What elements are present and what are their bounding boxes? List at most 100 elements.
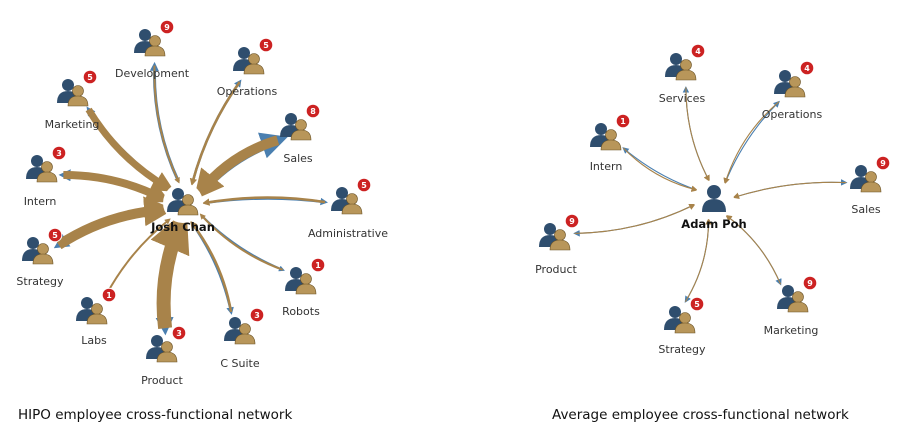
average-node-product-icon-light-body xyxy=(549,239,571,251)
badge-circle xyxy=(249,307,265,323)
hipo-edge-sales-in xyxy=(193,135,280,201)
hipo-node-intern-icon-light-head xyxy=(41,161,53,173)
badge-circle xyxy=(690,43,706,59)
hipo-node-product-label: Product xyxy=(141,374,183,387)
average-node-operations-badge: 4 xyxy=(799,60,815,76)
average-edge-sales-in xyxy=(732,181,847,199)
hipo-node-development-icon-light-body xyxy=(144,45,166,57)
hipo-node-intern-badge: 3 xyxy=(51,145,67,161)
average-edge-product-out xyxy=(573,204,695,237)
hipo-node-development-label: Development xyxy=(115,67,190,80)
hipo-node-operations-icon-light-head xyxy=(248,53,260,65)
average-node-product-icon-dark-head xyxy=(544,223,556,235)
average-node-marketing-icon-light-head xyxy=(792,291,804,303)
hipo-node-sales-icon-dark-head xyxy=(285,113,297,125)
hipo-node-administrative-icon-light-body xyxy=(341,203,363,215)
hipo-node-development-icon-dark-head xyxy=(139,29,151,41)
hipo-node-intern-label: Intern xyxy=(24,195,57,208)
hipo-node-sales-icon-light-body xyxy=(290,129,312,141)
hipo-node-strategy-icon-light-head xyxy=(37,243,49,255)
average-edge-services-in xyxy=(685,87,710,182)
average-node-operations-icon-dark-head xyxy=(779,70,791,82)
hipo-edge-intern-in xyxy=(63,170,171,203)
average-node-strategy-label: Strategy xyxy=(658,343,706,356)
hipo-node-robots-label: Robots xyxy=(282,305,320,318)
hipo-node-sales-icon-light-head xyxy=(295,119,307,131)
hipo-edge-csuite-in xyxy=(190,220,233,313)
badge-count: 9 xyxy=(807,279,813,288)
hipo-node-strategy-icon-dark-head xyxy=(27,237,39,249)
average-node-sales-badge: 9 xyxy=(875,155,891,171)
badge-count: 1 xyxy=(106,291,112,300)
badge-count: 3 xyxy=(254,311,260,320)
badge-circle xyxy=(875,155,891,171)
average-node-services-badge: 4 xyxy=(690,43,706,59)
average-edge-strategy-out xyxy=(684,219,710,303)
nodes-layer: 9Development5Operations5Marketing8Sales3… xyxy=(16,19,891,387)
badge-count: 5 xyxy=(694,300,700,309)
badge-count: 5 xyxy=(52,231,58,240)
hipo-node-administrative-badge: 5 xyxy=(356,177,372,193)
badge-count: 1 xyxy=(620,117,626,126)
hipo-node-labs-icon-light-body xyxy=(86,313,108,325)
hipo-edge-development-out xyxy=(149,61,180,183)
average-center-node[interactable]: Adam Poh xyxy=(681,180,747,231)
average-edge-intern-out xyxy=(622,147,697,191)
hipo-node-development-badge: 9 xyxy=(159,19,175,35)
hipo-node-csuite-icon-light-body xyxy=(234,333,256,345)
average-edge-operations-in xyxy=(723,101,780,185)
badge-count: 8 xyxy=(310,107,316,116)
hipo-node-operations-label: Operations xyxy=(217,85,278,98)
hipo-node-robots-badge: 1 xyxy=(310,257,326,273)
average-edge-strategy-in xyxy=(684,217,712,302)
average-node-product-label: Product xyxy=(535,263,577,276)
badge-count: 9 xyxy=(880,159,886,168)
hipo-node-marketing-icon-light-body xyxy=(67,95,89,107)
badge-circle xyxy=(615,113,631,129)
average-node-operations-label: Operations xyxy=(762,108,823,121)
average-node-strategy-badge: 5 xyxy=(689,296,705,312)
average-center-icon-head xyxy=(707,185,721,199)
badge-count: 5 xyxy=(361,181,367,190)
average-node-operations-icon-light-head xyxy=(789,76,801,88)
hipo-node-intern-icon-light-body xyxy=(36,171,58,183)
hipo-node-csuite-icon-dark-head xyxy=(229,317,241,329)
hipo-node-marketing-label: Marketing xyxy=(45,118,100,131)
badge-circle xyxy=(47,227,63,243)
hipo-center-label: Josh Chan xyxy=(150,220,215,234)
average-node-product-icon-light-head xyxy=(554,229,566,241)
average-node-marketing-label: Marketing xyxy=(764,324,819,337)
hipo-node-sales-badge: 8 xyxy=(305,103,321,119)
badge-count: 4 xyxy=(804,64,810,73)
hipo-node-csuite[interactable]: 3C Suite xyxy=(220,307,265,370)
badge-circle xyxy=(689,296,705,312)
hipo-center-node[interactable]: Josh Chan xyxy=(150,183,215,234)
average-node-marketing-icon-light-body xyxy=(787,301,809,313)
hipo-node-robots-icon-light-head xyxy=(300,273,312,285)
average-node-operations-icon-light-body xyxy=(784,86,806,98)
badge-count: 3 xyxy=(176,329,182,338)
average-node-intern-icon-dark-head xyxy=(595,123,607,135)
average-edge-intern-in xyxy=(622,147,698,192)
badge-circle xyxy=(564,213,580,229)
average-node-services-label: Services xyxy=(659,92,706,105)
hipo-node-administrative-label: Administrative xyxy=(308,227,388,240)
